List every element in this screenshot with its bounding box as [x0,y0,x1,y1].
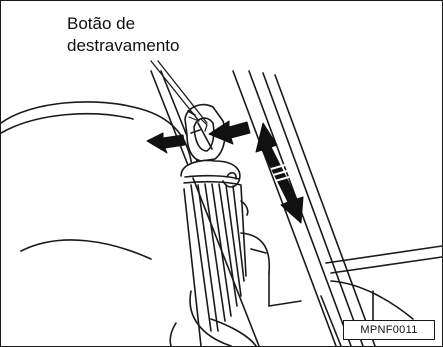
callout-line-1: Botão de [67,14,136,33]
press-arrow-right-icon [208,120,251,145]
belt-webbing [180,159,249,346]
door-trim-lines [320,245,442,346]
shoulder-anchor [184,103,226,162]
figure-code-label: MPNF0011 [343,320,435,340]
up-down-adjust-arrow-icon [255,122,304,224]
press-arrow-left-icon [146,132,186,154]
seat-headrest [1,101,257,346]
seat-side-panel [240,232,302,307]
callout-line-2: destravamento [67,36,180,55]
release-button-callout: Botão de destravamento [67,13,179,57]
callout-leader-lines [150,60,208,124]
